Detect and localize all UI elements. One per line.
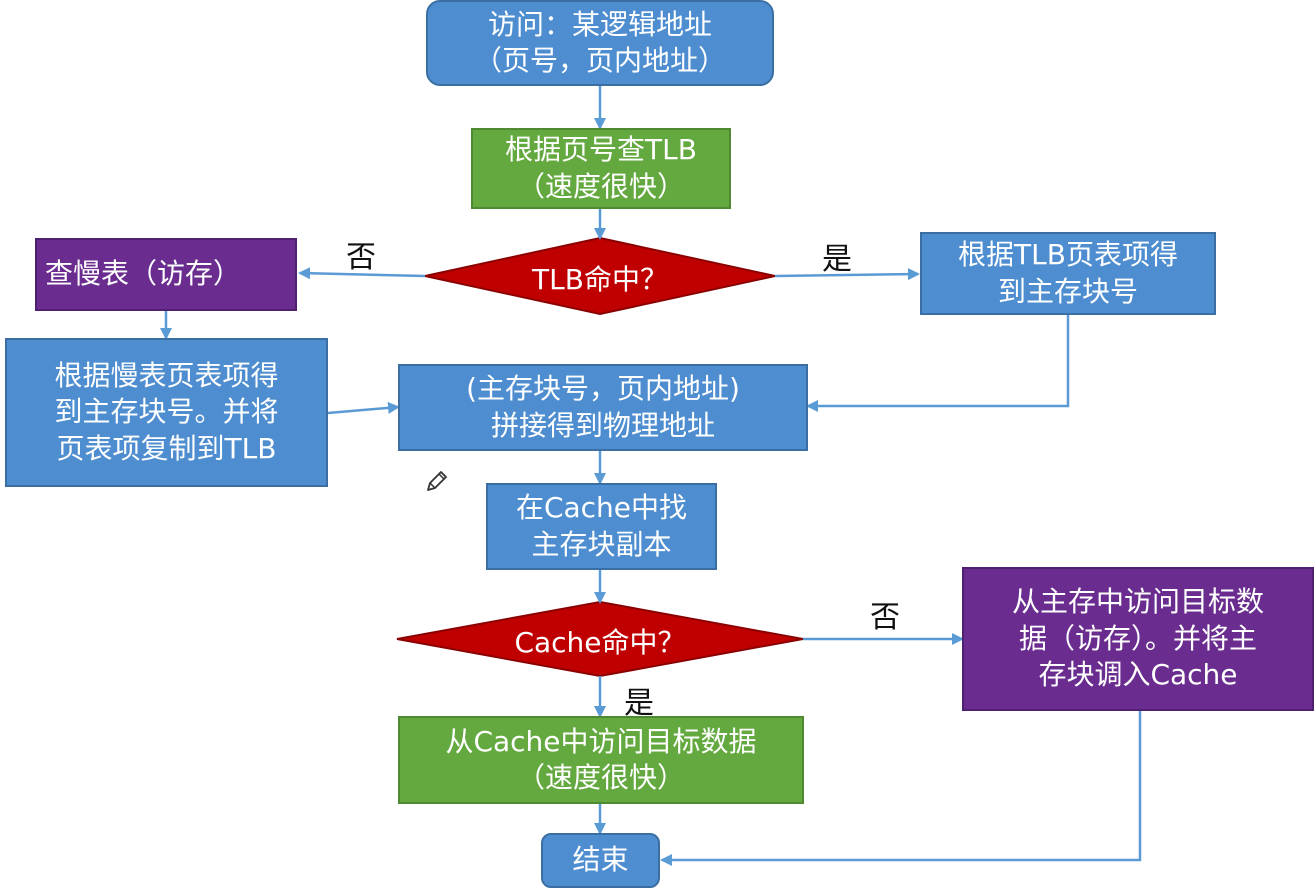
access-line-2: （页号，页内地址） [473,44,726,77]
arrow-memaccess-to-end [660,711,1142,866]
slow-entry-line-1: 根据慢表页表项得 [54,358,279,392]
tlb-entry-line-2: 到主存块号 [997,274,1138,308]
lookup-tlb-line-1: 根据页号查TLB [505,133,697,167]
mem-access-line-3: 存块调入Cache [1038,658,1238,692]
pencil-icon [427,471,447,491]
tlb-entry-line-1: 根据TLB页表项得 [958,238,1178,272]
access-line-1: 访问：某逻辑地址 [487,7,712,41]
tlb-yes-label: 是 [822,242,852,277]
lookup-tlb-line-2: （速度很快） [516,169,685,203]
arrow-slowentry-to-concat [327,401,400,415]
end-node: 结束 [541,833,660,888]
tlb-no-label: 否 [346,240,376,275]
find-cache-line-1: 在Cache中找 [515,491,688,525]
slow-entry-line-3: 页表项复制到TLB [56,431,277,465]
arrow-tlbentry-to-concat [806,315,1070,412]
cache-access-node: 从Cache中访问目标数据 （速度很快） [398,716,804,804]
slow-table-line-1: 查慢表（访存） [45,257,242,291]
cache-access-line-1: 从Cache中访问目标数据 [445,724,757,758]
tlb-entry-node: 根据TLB页表项得 到主存块号 [920,232,1216,315]
lookup-tlb-node: 根据页号查TLB （速度很快） [471,128,731,209]
tlb-hit-diamond [424,236,776,316]
end-line-1: 结束 [572,843,629,877]
cache-access-line-2: （速度很快） [516,761,685,794]
cache-hit-label: Cache命中？ [514,626,686,659]
mem-access-line-1: 从主存中访问目标数 [1011,585,1264,619]
slow-table-node: 查慢表（访存） [35,238,297,311]
tlb-hit-label: TLB命中？ [532,263,668,296]
cache-yes-label: 是 [624,686,654,721]
slow-entry-node: 根据慢表页表项得 到主存块号。并将 页表项复制到TLB [5,338,328,487]
concat-line-2: 拼接得到物理地址 [490,408,715,442]
cache-no-label: 否 [870,600,900,635]
mem-access-node: 从主存中访问目标数 据（访存）。并将主 存块调入Cache [962,567,1314,711]
slow-entry-line-2: 到主存块号。并将 [54,395,279,429]
arrow-tlbhit-yes [774,268,920,281]
access-node: 访问：某逻辑地址 （页号，页内地址） [426,0,774,86]
concat-node: (主存块号，页内地址) 拼接得到物理地址 [398,364,808,451]
find-cache-node: 在Cache中找 主存块副本 [486,483,717,570]
find-cache-line-2: 主存块副本 [531,527,672,561]
arrow-tlbhit-no [298,267,426,280]
concat-line-1: (主存块号，页内地址) [466,372,740,406]
mem-access-line-2: 据（访存）。并将主 [1018,621,1257,655]
